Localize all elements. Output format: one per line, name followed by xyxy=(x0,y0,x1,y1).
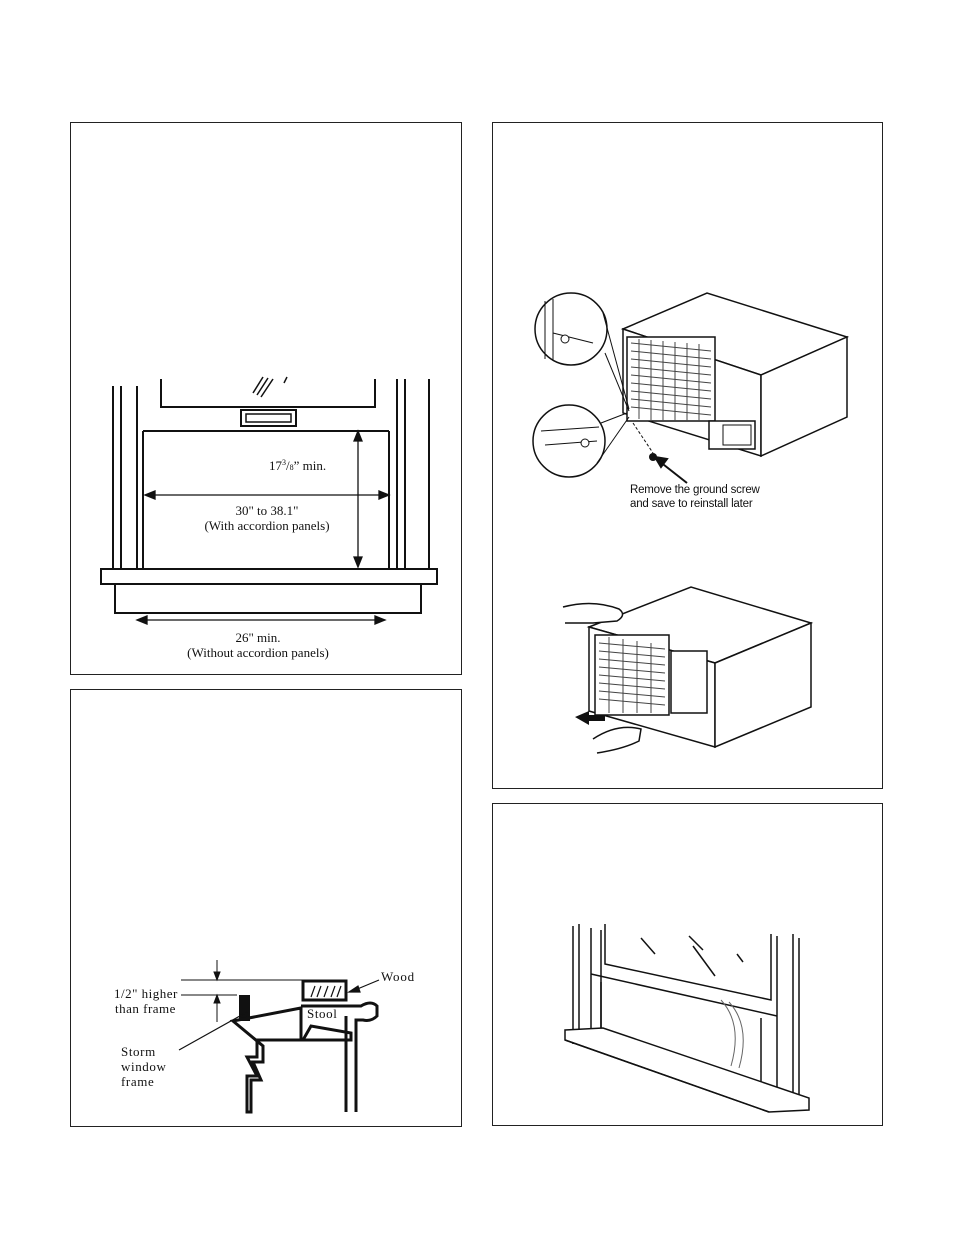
wood-label: Wood xyxy=(381,969,415,984)
stool-label: Stool xyxy=(307,1006,337,1021)
panel-unit-removal: Remove the ground screw and save to rein… xyxy=(492,122,883,789)
window-opening-diagram xyxy=(71,123,463,676)
sill-width-note: (Without accordion panels) xyxy=(171,645,345,660)
panel-window-opening: 173/8” min. 30" to 38.1" (With accordion… xyxy=(70,122,462,675)
opening-width-label: 30" to 38.1" (With accordion panels) xyxy=(181,503,353,533)
panel-storm-window: 1/2" higher than frame Wood Stool Storm … xyxy=(70,689,462,1127)
ground-screw-callout: Remove the ground screw and save to rein… xyxy=(630,483,760,511)
storm-frame-line1: Storm xyxy=(121,1044,167,1059)
chassis-illustration xyxy=(589,587,811,747)
storm-frame-profile xyxy=(233,1008,351,1112)
opening-height-label: 173/8” min. xyxy=(269,455,326,475)
callout-line2: and save to reinstall later xyxy=(630,497,760,511)
storm-frame-label: Storm window frame xyxy=(121,1044,167,1089)
sill-width-min: 26" min. xyxy=(171,630,345,645)
opening-width-range: 30" to 38.1" xyxy=(181,503,353,518)
window-perspective-diagram xyxy=(493,804,884,1127)
hand-top-icon xyxy=(563,603,623,623)
storm-frame-line3: frame xyxy=(121,1074,167,1089)
unit-removal-diagram xyxy=(493,123,884,790)
height-note-label: 1/2" higher than frame xyxy=(114,986,178,1016)
height-note-line1: 1/2" higher xyxy=(114,986,178,1001)
storm-frame-line2: window xyxy=(121,1059,167,1074)
sill-width-label: 26" min. (Without accordion panels) xyxy=(171,630,345,660)
callout-line1: Remove the ground screw xyxy=(630,483,760,497)
hand-bottom-icon xyxy=(593,727,641,753)
detail-magnifier-upper xyxy=(535,293,607,365)
panel-window-view xyxy=(492,803,883,1126)
height-note-line2: than frame xyxy=(114,1001,178,1016)
opening-width-note: (With accordion panels) xyxy=(181,518,353,533)
